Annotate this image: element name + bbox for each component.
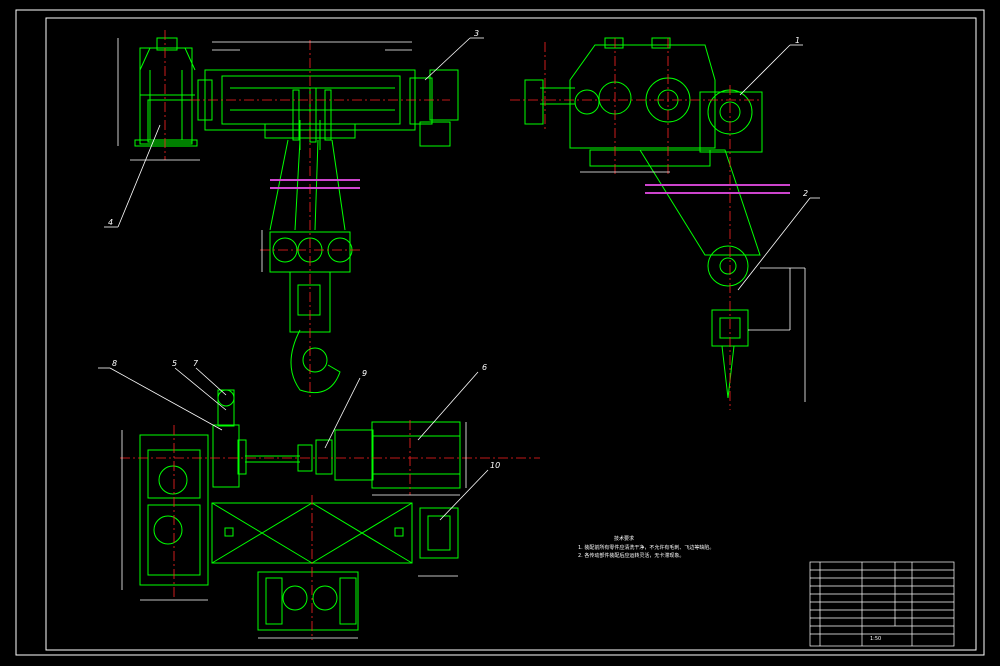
balloon-3: 3	[474, 29, 479, 38]
technical-notes: 技术要求 1. 装配前所有零件应清洗干净，不允许有毛刺、飞边等缺陷。 2. 各传…	[578, 535, 714, 559]
balloon-10: 10	[490, 461, 500, 470]
motor-part-6	[334, 421, 461, 489]
notes-line-1: 1. 装配前所有零件应清洗干净，不允许有毛刺、飞边等缺陷。	[578, 544, 714, 551]
plan-dimensions	[121, 422, 467, 639]
sheave-plan	[257, 571, 359, 631]
balloon-9: 9	[362, 369, 367, 378]
title-block-text: 1:50	[870, 636, 881, 642]
balloon-6: 6	[482, 363, 487, 372]
balloon-7: 7	[193, 359, 199, 368]
plan-centerlines	[120, 420, 540, 640]
balloon-8: 8	[112, 359, 117, 368]
balloon-5: 5	[172, 359, 177, 368]
hoist-centerlines	[164, 30, 450, 400]
winch-dimensions	[580, 171, 806, 402]
balloon-leaders	[98, 37, 820, 521]
winch-rope-bands	[645, 184, 790, 194]
drawing-frame	[15, 9, 985, 656]
title-block	[809, 561, 955, 647]
winch-centerlines	[510, 38, 760, 410]
brake-part-7	[212, 389, 247, 488]
notes-title: 技术要求	[614, 535, 634, 542]
gearbox-part-4	[134, 37, 198, 147]
notes-line-2: 2. 各传动部件装配后应运转灵活，无卡滞现象。	[578, 552, 684, 559]
rope-bands	[270, 179, 360, 189]
hoist-dimensions	[117, 38, 412, 272]
balloon-4: 4	[108, 218, 113, 227]
balloon-2: 2	[803, 189, 808, 198]
scale-text: 1:50	[870, 636, 881, 642]
balloon-1: 1	[795, 36, 800, 45]
balloon-labels: 4 1 2 3 8 5 7 9 6 10	[108, 29, 808, 470]
